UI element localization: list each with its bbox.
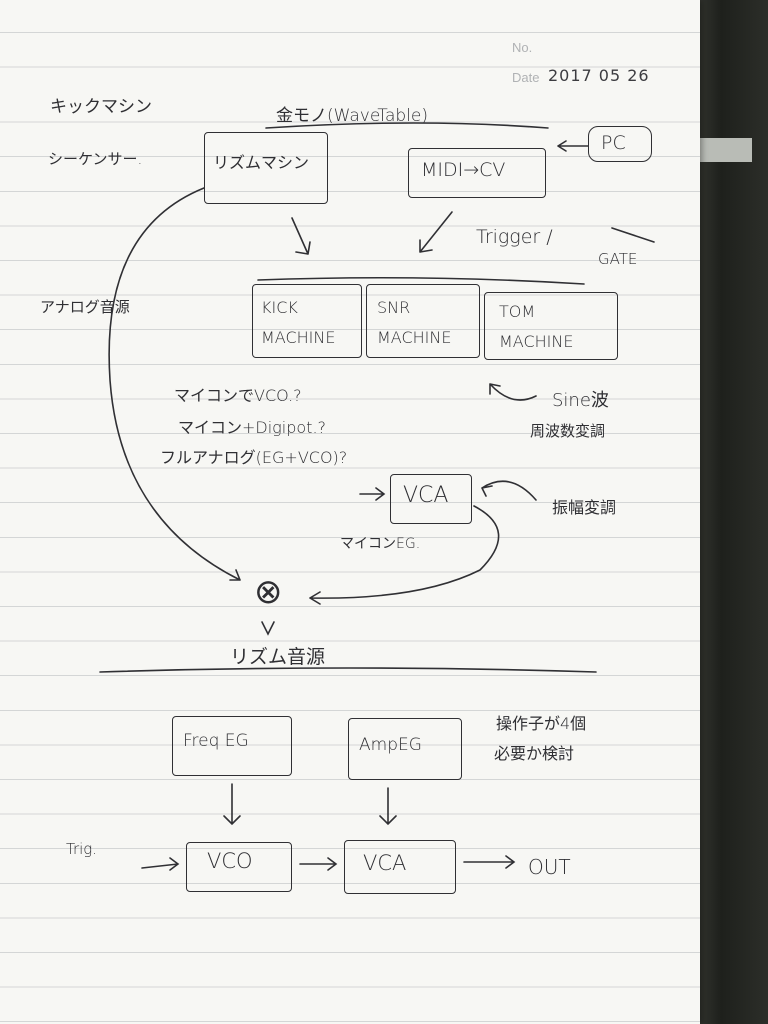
arrow-amp-eg-to-vca: [379, 787, 397, 826]
sequencer-label: シーケンサー.: [48, 150, 143, 168]
arrow-pc-to-midi: [557, 140, 589, 152]
amp-eg-box: AmpEG: [348, 718, 462, 780]
rhythm-machine-box: リズムマシン: [204, 132, 328, 204]
freq-eg-label: Freq EG: [183, 731, 249, 751]
arrow-trig-to-vco: [141, 857, 180, 871]
date-value: 2017 05 26: [548, 66, 650, 85]
operator-note-1: 操作子が4個: [496, 714, 587, 733]
trig-label: Trig.: [66, 840, 98, 858]
freq-eg-box: Freq EG: [172, 716, 292, 776]
desk-background: [690, 0, 768, 1024]
multiply-symbol: ⊗: [254, 572, 283, 612]
arrow-rhythm-to-machines: [291, 217, 311, 255]
vca-top-label: VCA: [403, 483, 449, 508]
vca-box-top: VCA: [390, 474, 472, 524]
arrow-amp-mod-to-vca: [481, 480, 537, 501]
option-mcu-digipot: マイコン+Digipot.?: [178, 418, 327, 437]
out-label: OUT: [528, 855, 571, 879]
arrow-rhythm-to-multiply: [108, 187, 241, 581]
snr-machine-label: SNR MACHINE: [377, 298, 452, 347]
arrow-vca-to-multiply: [309, 505, 500, 605]
arrow-into-vca: [359, 487, 386, 501]
freq-modulation-note: 周波数変調: [530, 422, 606, 440]
pc-label: PC: [601, 132, 626, 154]
arrow-midi-to-machines: [419, 211, 453, 253]
midi-cv-label: MIDI→CV: [421, 159, 506, 181]
sine-wave-note: Sine波: [552, 390, 609, 411]
arrow-freq-eg-to-vco: [223, 783, 241, 826]
option-mcu-vco: マイコンでVCO.?: [174, 386, 302, 405]
date-label: Date: [512, 70, 540, 85]
underline-wavetable: [265, 122, 549, 129]
notebook-page: No. Date 2017 05 26 キックマシン 金モノ(WaveTable…: [0, 0, 700, 1024]
pc-box: PC: [588, 126, 652, 162]
amp-eg-label: AmpEG: [359, 735, 422, 755]
tom-machine-box: TOM MACHINE: [484, 292, 618, 360]
title-kick-machine: キックマシン: [50, 97, 152, 117]
strike-el: [611, 227, 655, 243]
gate-label: GATE: [598, 250, 638, 268]
vco-box: VCO: [186, 842, 292, 892]
vco-label: VCO: [207, 849, 253, 873]
kick-machine-box: KICK MACHINE: [252, 284, 362, 358]
separator-line: [99, 667, 597, 673]
wavetable-note: 金モノ(WaveTable): [276, 106, 428, 126]
option-full-analog: フルアナログ(EG+VCO)?: [160, 448, 348, 467]
top-line-machines: [257, 276, 585, 285]
arrow-multiply-down: [261, 621, 275, 636]
arrow-vco-to-vca: [299, 857, 338, 871]
rhythm-machine-label: リズムマシン: [213, 153, 310, 172]
operator-note-2: 必要か検討: [494, 744, 575, 763]
amp-modulation-note: 振幅変調: [552, 498, 617, 517]
tom-machine-label: TOM MACHINE: [499, 302, 574, 351]
arrow-vca-to-out: [463, 855, 516, 869]
arrow-sine-to-tom: [489, 383, 537, 401]
no-label: No.: [512, 40, 533, 55]
vca-bottom-label: VCA: [363, 851, 407, 875]
midi-cv-box: MIDI→CV: [408, 148, 546, 198]
snr-machine-box: SNR MACHINE: [366, 284, 480, 358]
vca-box-bottom: VCA: [344, 840, 456, 894]
kick-machine-label: KICK MACHINE: [261, 298, 336, 347]
analog-source-label: アナログ音源: [40, 298, 130, 316]
rhythm-source-label: リズム音源: [230, 646, 326, 668]
trigger-label: Trigger /: [476, 226, 553, 248]
mcu-eg-note: マイコンEG.: [340, 536, 421, 552]
ink-strokes: [99, 122, 655, 871]
background-tab: [700, 138, 752, 162]
